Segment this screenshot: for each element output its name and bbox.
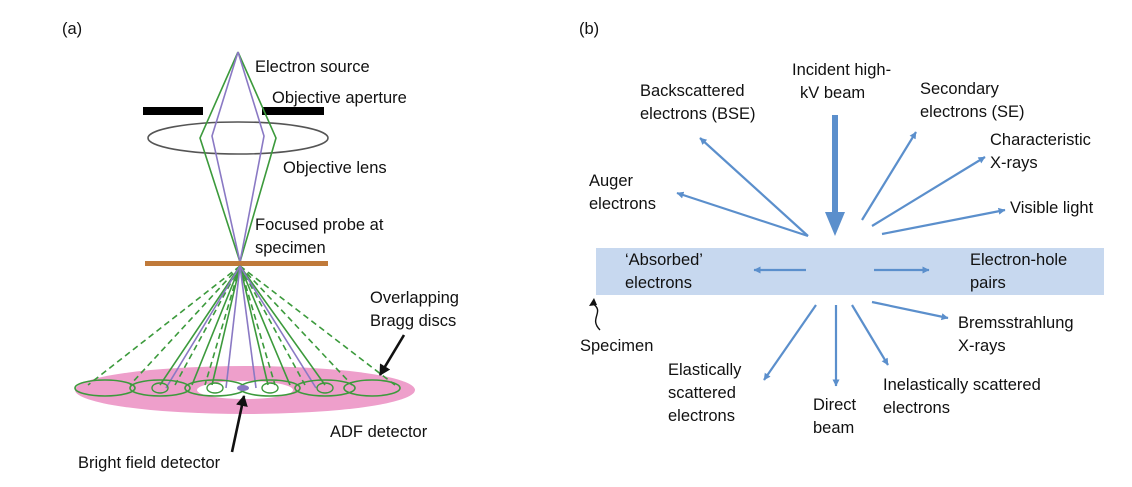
ray-dashed-5 bbox=[239, 265, 276, 386]
direct-beam-label-2: beam bbox=[813, 419, 854, 437]
ray-dashed-2 bbox=[129, 265, 241, 386]
objective-lens bbox=[147, 121, 329, 155]
bragg-disc-2 bbox=[129, 379, 191, 397]
central-beam-spot bbox=[237, 385, 249, 391]
ray-solid-1 bbox=[159, 265, 241, 386]
bragg-label-1: Overlapping bbox=[370, 289, 459, 307]
ray-dashed-6 bbox=[239, 265, 306, 386]
auger-label-2: electrons bbox=[589, 195, 656, 213]
focused-probe-label-2: specimen bbox=[255, 239, 326, 257]
ray-dashed-1 bbox=[87, 265, 241, 386]
bremsstrahlung-arrow bbox=[871, 300, 949, 321]
direct-beam-label-1: Direct bbox=[813, 396, 857, 414]
panel-b: (b) Incident high- kV beam Backs bbox=[579, 20, 1104, 437]
bragg-pointer-arrow bbox=[378, 334, 406, 376]
specimen-bar-a bbox=[145, 261, 328, 266]
ray-purple-3 bbox=[239, 265, 257, 389]
bragg-overlap-circles bbox=[151, 382, 334, 394]
ray-solid-6 bbox=[239, 265, 326, 386]
visible-light-label: Visible light bbox=[1010, 199, 1094, 217]
ray-dashed-4 bbox=[204, 265, 241, 386]
cone-purple-left bbox=[211, 51, 241, 263]
electron-hole-label-1: Electron-hole bbox=[970, 251, 1067, 269]
absorbed-label-2: electrons bbox=[625, 274, 692, 292]
objective-aperture-left bbox=[143, 107, 203, 115]
cone-purple-right bbox=[237, 51, 265, 263]
overlap-2 bbox=[206, 382, 224, 394]
cone-green-right bbox=[237, 51, 277, 263]
se-label-1: Secondary bbox=[920, 80, 1000, 98]
overlap-4 bbox=[316, 382, 334, 394]
bragg-disc-1 bbox=[74, 379, 136, 397]
specimen-pointer-head bbox=[589, 298, 597, 306]
ray-dashed-7 bbox=[239, 265, 353, 386]
inelastic-label-1: Inelastically scattered bbox=[883, 376, 1041, 394]
bse-label-2: electrons (BSE) bbox=[640, 105, 756, 123]
bf-pointer-arrow bbox=[230, 395, 248, 453]
se-label-2: electrons (SE) bbox=[920, 103, 1025, 121]
incident-beam-shaft bbox=[832, 115, 838, 213]
panel-a: (a) bbox=[62, 20, 459, 472]
ray-solid-4 bbox=[239, 265, 269, 386]
elastic-label-3: electrons bbox=[668, 407, 735, 425]
bragg-disc-6 bbox=[343, 379, 401, 397]
char-xray-label-1: Characteristic bbox=[990, 131, 1091, 149]
auger-arrow bbox=[676, 191, 809, 238]
incident-beam-arrow bbox=[825, 115, 845, 236]
elastic-arrow bbox=[763, 304, 817, 381]
bremsstrahlung-label-2: X-rays bbox=[958, 337, 1006, 355]
electron-source-label: Electron source bbox=[255, 58, 370, 76]
bragg-disc-5 bbox=[294, 379, 356, 397]
incident-beam-head bbox=[825, 212, 845, 236]
ray-solid-2 bbox=[191, 265, 241, 386]
focused-probe-label-1: Focused probe at bbox=[255, 216, 384, 234]
ray-purple-1 bbox=[165, 265, 241, 389]
panel-a-label: (a) bbox=[62, 20, 82, 38]
objective-aperture-right bbox=[262, 107, 324, 115]
char-xray-arrow bbox=[871, 156, 986, 227]
diverging-rays bbox=[87, 265, 396, 389]
se-arrow bbox=[861, 131, 917, 221]
emission-arrows bbox=[676, 131, 1006, 387]
bf-detector-label: Bright field detector bbox=[78, 454, 221, 472]
cone-green-left bbox=[199, 51, 241, 263]
bremsstrahlung-label-1: Bremsstrahlung bbox=[958, 314, 1074, 332]
bse-label-1: Backscattered bbox=[640, 82, 745, 100]
ray-dashed-3 bbox=[174, 265, 241, 386]
specimen-pointer bbox=[591, 302, 601, 331]
ray-solid-3 bbox=[211, 265, 241, 386]
electron-hole-label-2: pairs bbox=[970, 274, 1006, 292]
adf-detector-label: ADF detector bbox=[330, 423, 428, 441]
specimen-slab bbox=[596, 248, 1104, 295]
auger-label-1: Auger bbox=[589, 172, 634, 190]
ray-purple-4 bbox=[239, 265, 317, 389]
visible-light-arrow bbox=[881, 207, 1006, 236]
panel-b-label: (b) bbox=[579, 20, 599, 38]
probe-cone bbox=[199, 51, 277, 263]
char-xray-label-2: X-rays bbox=[990, 154, 1038, 172]
ray-dashed-8 bbox=[239, 265, 396, 386]
absorbed-label-1: ‘Absorbed’ bbox=[625, 251, 703, 269]
objective-aperture-label: Objective aperture bbox=[272, 89, 407, 107]
inelastic-arrow bbox=[851, 304, 889, 366]
objective-lens-label: Objective lens bbox=[283, 159, 387, 177]
ray-purple-2 bbox=[225, 265, 241, 389]
specimen-label: Specimen bbox=[580, 337, 653, 355]
overlap-3 bbox=[261, 382, 279, 394]
incident-beam-label-2: kV beam bbox=[800, 84, 865, 102]
overlap-1 bbox=[151, 382, 169, 394]
inelastic-label-2: electrons bbox=[883, 399, 950, 417]
elastic-label-1: Elastically bbox=[668, 361, 742, 379]
bragg-label-2: Bragg discs bbox=[370, 312, 456, 330]
elastic-label-2: scattered bbox=[668, 384, 736, 402]
ray-solid-5 bbox=[239, 265, 291, 386]
bse-arrow bbox=[699, 137, 809, 237]
incident-beam-label-1: Incident high- bbox=[792, 61, 891, 79]
